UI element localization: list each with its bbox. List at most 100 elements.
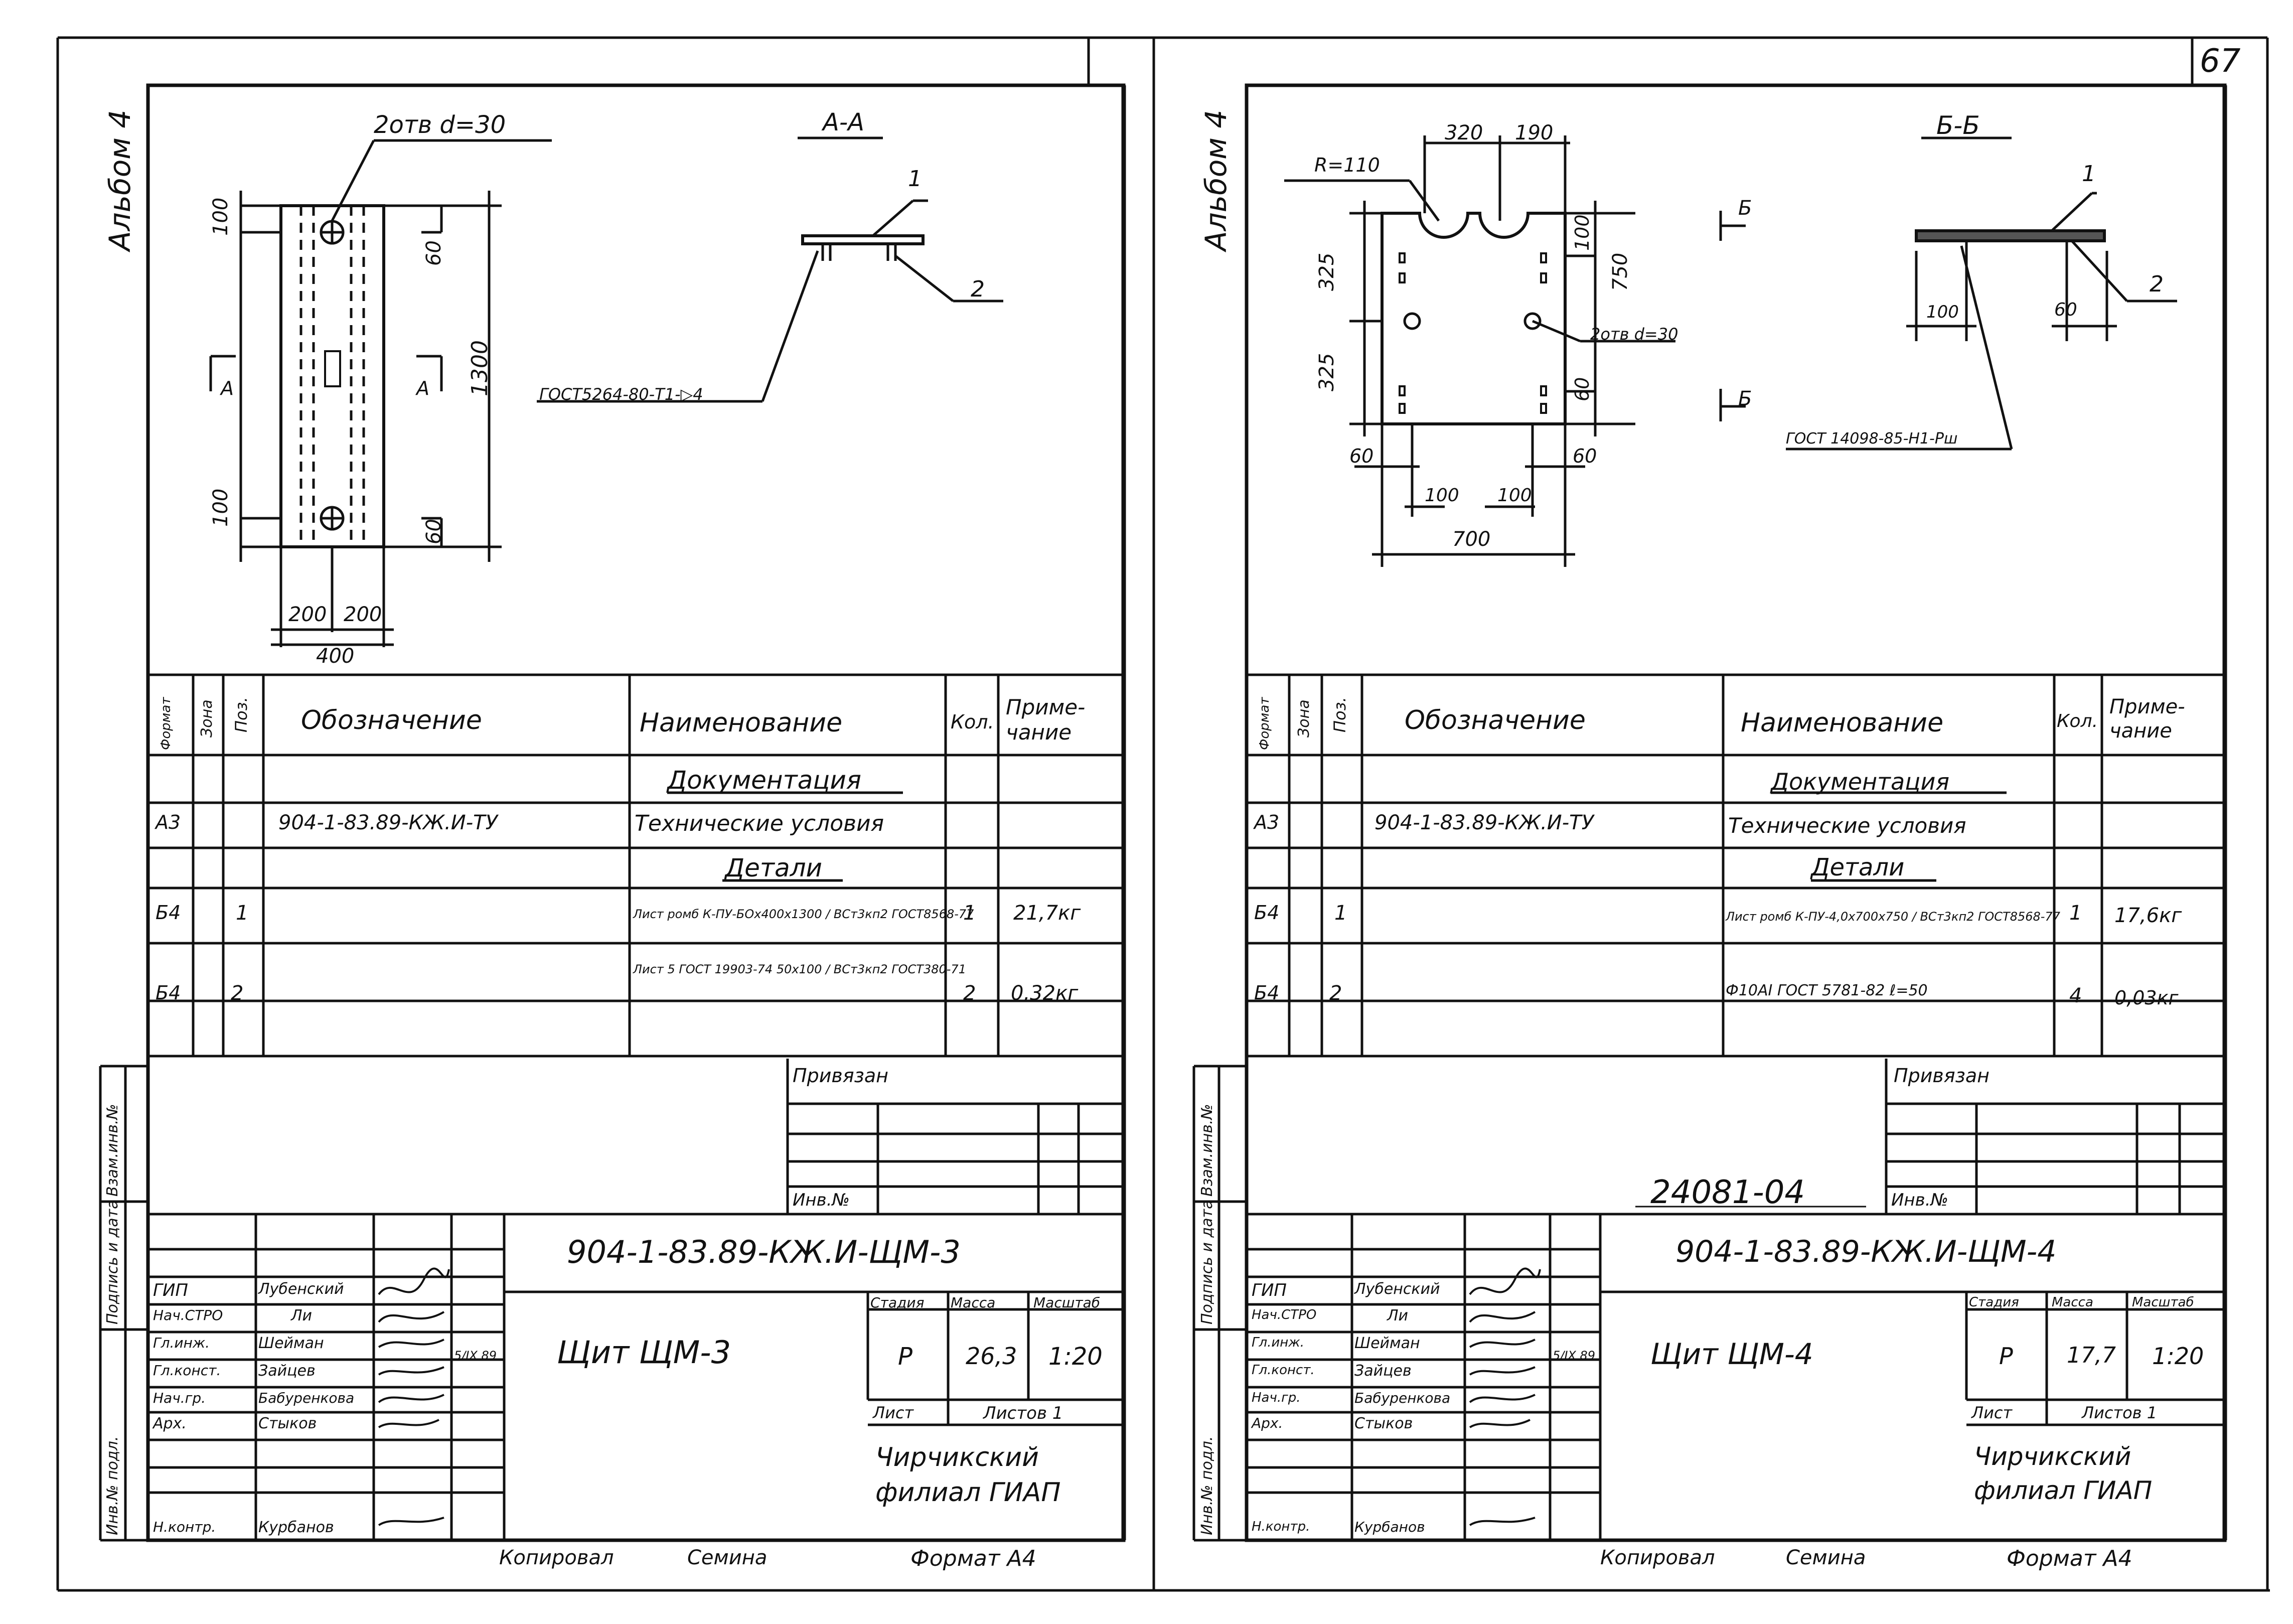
spec-row-4-qty: 2: [963, 982, 976, 1005]
spec-row-1-format: А3: [156, 811, 181, 833]
stamp-sheets-h: Листов 1: [983, 1403, 1063, 1423]
spec-h-zone: Зона: [1295, 699, 1313, 737]
holes-note: 2отв d=30: [374, 111, 506, 139]
stamp-name-0: Лубенский: [1354, 1280, 1440, 1298]
spec-row-4-note: 0,03кг: [2114, 987, 2179, 1009]
stamp-mass: 26,3: [966, 1343, 1017, 1370]
spec-row-1-format: А3: [1254, 811, 1280, 833]
spec-h-name: Наименование: [1741, 708, 1944, 738]
stamp-role-7: Н.контр.: [1252, 1519, 1310, 1534]
stamp-role-4: Нач.гр.: [153, 1390, 206, 1406]
stamp-number: 24081-04: [1650, 1174, 1805, 1211]
stamp-name-7: Курбанов: [1354, 1519, 1425, 1535]
side-label-2: Взам.инв.№: [1198, 1104, 1216, 1197]
stamp-name-1: Ли: [291, 1307, 313, 1324]
footer-copied: Копировал: [499, 1546, 614, 1569]
side-label-2: Взам.инв.№: [104, 1104, 121, 1197]
side-label-1: Подпись и дата: [1198, 1200, 1216, 1325]
dim-top-60: 60: [422, 240, 445, 266]
stamp-scale-h: Масштаб: [1033, 1294, 1101, 1311]
footer-copied: Копировал: [1600, 1546, 1715, 1569]
spec-h-zone: Зона: [198, 699, 216, 737]
stamp-code: 904-1-83.89-КЖ.И-ЩМ-4: [1675, 1234, 2057, 1269]
spec-h-pos: Поз.: [232, 697, 251, 732]
dim-320: 320: [1445, 121, 1483, 144]
stamp-role-7: Н.контр.: [153, 1519, 216, 1535]
dim-top-100: 100: [209, 197, 232, 236]
stamp-role-4: Нач.гр.: [1252, 1390, 1301, 1405]
spec-h-pos: Поз.: [1330, 697, 1349, 732]
dim-750: 750: [1609, 252, 1632, 291]
spec-h-note: Приме- чание: [2109, 695, 2185, 743]
spec-row-3-qty: 1: [963, 902, 976, 925]
stamp-name-2: Шейман: [258, 1335, 324, 1352]
section-title: Б-Б: [1936, 111, 1980, 140]
leader-2: 2: [2150, 271, 2164, 297]
spec-row-4-name: Ф10АI ГОСТ 5781-82 ℓ=50: [1726, 982, 1928, 999]
section-mark-bot: Б: [1738, 387, 1752, 410]
stamp-inv-no: Инв.№: [793, 1190, 850, 1210]
spec-h-name: Наименование: [640, 708, 843, 738]
footer-format: Формат А4: [2007, 1546, 2132, 1571]
side-label-0: Инв.№ подл.: [1198, 1436, 1216, 1535]
section-title: А-А: [823, 108, 864, 136]
weld-note: ГОСТ5264-80-Т1-▷4: [539, 385, 703, 404]
dim-400: 400: [316, 645, 355, 668]
footer-copier: Семина: [687, 1546, 768, 1569]
stamp-sheets-h: Листов 1: [2082, 1403, 2158, 1422]
spec-row-1-designation: 904-1-83.89-КЖ.И-ТУ: [278, 811, 498, 834]
spec-row-3-name: Лист ромб К-ПУ-БОх400х1300 / ВСт3кп2 ГОС…: [633, 907, 974, 921]
spec-row-4-format: Б4: [156, 982, 181, 1004]
dim-sec-60: 60: [2054, 300, 2077, 320]
spec-row-3-qty: 1: [2069, 902, 2082, 925]
stamp-org: Чирчикский филиал ГИАП: [875, 1442, 1061, 1508]
dim-1300: 1300: [467, 340, 493, 396]
stamp-code: 904-1-83.89-КЖ.И-ЩМ-3: [567, 1234, 961, 1270]
stamp-sheet-h: Лист: [1971, 1403, 2013, 1422]
dim-190: 190: [1515, 121, 1554, 144]
stamp-stage-h: Стадия: [870, 1294, 925, 1311]
spec-row-1-designation: 904-1-83.89-КЖ.И-ТУ: [1374, 811, 1594, 834]
holes-note: 2отв d=30: [1590, 325, 1678, 344]
spec-row-3-pos: 1: [236, 902, 249, 925]
dim-sec-100: 100: [1926, 302, 1959, 322]
stamp-name-2: Шейман: [1354, 1335, 1420, 1352]
dim-60-b: 60: [1573, 445, 1597, 467]
spec-h-qty: Кол.: [2057, 711, 2098, 731]
stamp-role-2: Гл.инж.: [153, 1335, 210, 1351]
stamp-attached: Привязан: [793, 1065, 888, 1087]
dim-200-left: 200: [288, 603, 327, 626]
signatures: [1469, 1267, 1541, 1526]
leader-2: 2: [971, 276, 985, 302]
dim-60-right: 60: [1571, 377, 1593, 401]
stamp-name-3: Зайцев: [1354, 1362, 1412, 1380]
dim-bot-100: 100: [209, 488, 232, 527]
spec-row-3-pos: 1: [1334, 902, 1347, 925]
stamp-name-7: Курбанов: [258, 1519, 334, 1536]
spec-row-4-pos: 2: [231, 982, 244, 1005]
stamp-role-1: Нач.СТРО: [1252, 1307, 1317, 1322]
spec-row-3-note: 17,6кг: [2114, 904, 2182, 927]
stamp-mass-h: Масса: [2052, 1295, 2093, 1310]
stamp-inv-no: Инв.№: [1891, 1190, 1948, 1210]
stamp-role-3: Гл.конст.: [153, 1362, 221, 1379]
spec-row-4-pos: 2: [1329, 982, 1342, 1005]
stamp-name-3: Зайцев: [258, 1362, 316, 1380]
spec-row-3-note: 21,7кг: [1013, 902, 1081, 925]
spec-row-4-format: Б4: [1254, 982, 1280, 1004]
leader-1: 1: [908, 166, 922, 192]
spec-row-1-name: Технические условия: [1728, 813, 1966, 838]
stamp-name-4: Бабуренкова: [1354, 1390, 1451, 1406]
spec-h-note: Приме- чание: [1006, 695, 1086, 745]
stamp-role-0: ГИП: [153, 1280, 188, 1300]
stamp-sheet-h: Лист: [873, 1403, 914, 1422]
dim-700: 700: [1452, 528, 1491, 551]
stamp-org: Чирчикский филиал ГИАП: [1974, 1442, 2153, 1505]
stamp-scale: 1:20: [1048, 1343, 1103, 1371]
spec-row-1-name: Технические условия: [635, 811, 884, 836]
spec-h-qty: Кол.: [951, 711, 994, 733]
stamp-name-5: Стыков: [1354, 1415, 1413, 1432]
stamp-scale-h: Масштаб: [2132, 1295, 2194, 1310]
dim-100-b: 100: [1497, 485, 1532, 506]
